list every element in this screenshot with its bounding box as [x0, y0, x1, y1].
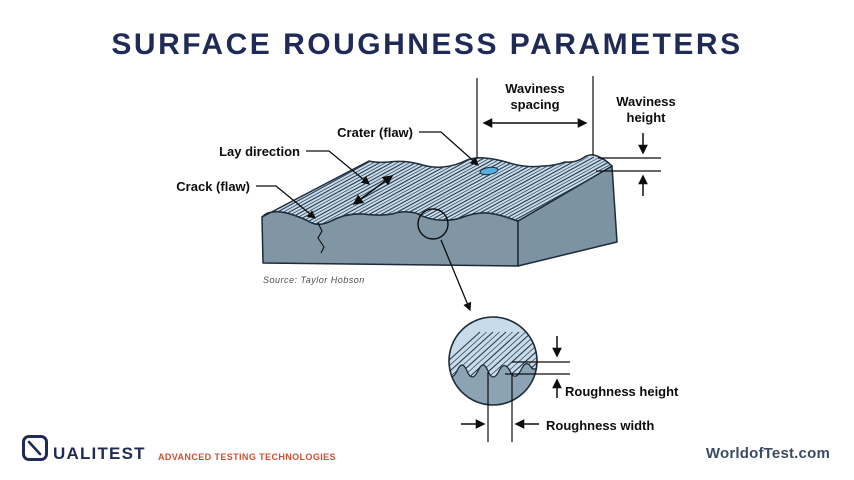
waviness-height-annotation [596, 133, 661, 196]
lay-leader [306, 150, 370, 185]
crater-label: Crater (flaw) [337, 125, 413, 140]
roughness-width-annotation [461, 372, 539, 442]
source-credit: Source: Taylor Hobson [263, 275, 365, 285]
crack-line [317, 222, 325, 254]
page-title: SURFACE ROUGHNESS PARAMETERS [111, 28, 743, 61]
label-leader-lines [256, 131, 479, 219]
crater-spot [479, 166, 499, 176]
block-front-face [261, 210, 519, 267]
website-url: WorldofTest.com [705, 445, 830, 462]
roughness-height-annotation [505, 336, 570, 398]
roughness-width-label: Roughness width [546, 418, 654, 433]
magnified-view [448, 316, 538, 406]
brand-wordmark: UALITEST [53, 444, 146, 463]
logo-needle-icon [27, 440, 42, 456]
crack-label: Crack (flaw) [176, 179, 250, 194]
qualitest-logo-icon [22, 435, 48, 461]
waviness-spacing-label-line2: spacing [510, 97, 559, 112]
roughness-profile-line [449, 363, 537, 378]
crater-leader [419, 131, 479, 166]
waviness-height-label-line1: Waviness [616, 94, 676, 109]
detail-circle-marker [417, 208, 449, 240]
waviness-height-label-line2: height [627, 110, 667, 125]
magnified-circle-outline [448, 316, 538, 406]
crack-leader [256, 185, 316, 219]
waviness-spacing-label-line1: Waviness [505, 81, 565, 96]
waviness-spacing-annotation [476, 76, 594, 158]
lay-direction-arrow [352, 175, 394, 205]
lay-direction-label: Lay direction [219, 144, 300, 159]
roughness-height-label: Roughness height [565, 384, 679, 399]
magnified-circle-top [449, 317, 537, 378]
detail-connector-arrow [440, 239, 472, 312]
brand-tagline: ADVANCED TESTING TECHNOLOGIES [158, 452, 336, 462]
